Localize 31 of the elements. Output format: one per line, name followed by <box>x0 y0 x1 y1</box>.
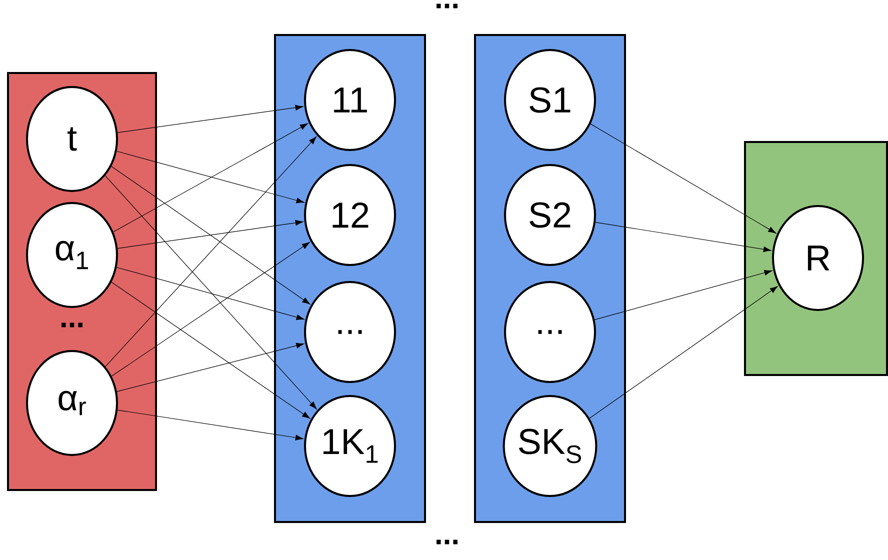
arrow <box>117 410 304 440</box>
circle-node: R <box>772 205 864 311</box>
circle-node: S2 <box>504 164 596 266</box>
arrow <box>113 123 308 232</box>
arrow <box>594 270 772 320</box>
arrow <box>117 104 304 133</box>
arrow <box>117 220 304 249</box>
arrow <box>105 136 317 367</box>
arrow <box>104 175 317 410</box>
circle-node: 1K$_{1}$ <box>304 395 396 497</box>
circle-node: 12 <box>304 164 396 266</box>
arrow <box>111 282 310 419</box>
circle-node: α$_{1}$ <box>26 202 118 308</box>
circle-node: ... <box>304 281 396 383</box>
ellipsis-label: ... <box>436 540 458 544</box>
arrow <box>116 342 304 392</box>
circle-node: 11 <box>304 49 396 151</box>
ellipsis-label: ... <box>436 4 458 8</box>
circle-node: ... <box>504 281 596 383</box>
ellipsis-label: ... <box>62 322 82 328</box>
circle-node: α$_{r}$ <box>26 350 118 456</box>
arrow <box>116 150 304 204</box>
arrow <box>111 242 310 376</box>
arrow <box>590 124 776 234</box>
circle-node: S1 <box>504 49 596 151</box>
arrow <box>116 267 304 320</box>
arrow <box>111 166 310 304</box>
circle-node: t <box>26 86 118 192</box>
circle-node: SK$_{S}$ <box>502 395 598 497</box>
arrow <box>589 286 778 419</box>
arrow <box>595 222 772 252</box>
